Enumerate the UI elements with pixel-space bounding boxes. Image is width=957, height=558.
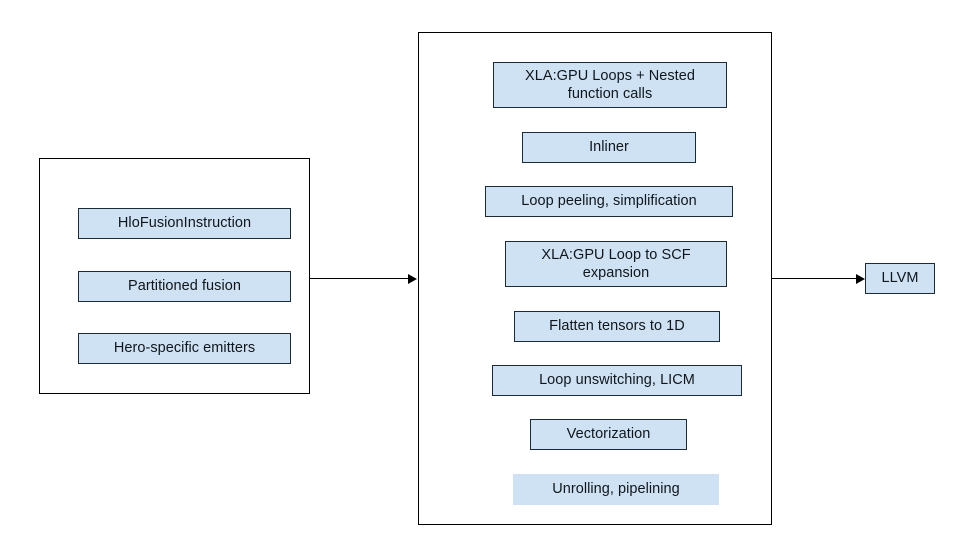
arrow-fusion-to-pipeline-head [408, 274, 417, 284]
node-xla-gpu-loop-to-scf-expansion[interactable]: XLA:GPU Loop to SCF expansion [505, 241, 727, 287]
node-partitioned-fusion[interactable]: Partitioned fusion [78, 271, 291, 302]
node-hero-specific-emitters[interactable]: Hero-specific emitters [78, 333, 291, 364]
arrow-pipeline-to-llvm [772, 278, 856, 279]
llvm-node[interactable]: LLVM [865, 263, 935, 294]
node-unrolling-pipelining[interactable]: Unrolling, pipelining [513, 474, 719, 505]
node-inliner[interactable]: Inliner [522, 132, 696, 163]
arrow-fusion-to-pipeline [310, 278, 408, 279]
node-xla-gpu-loops-nested-function-calls[interactable]: XLA:GPU Loops + Nested function calls [493, 62, 727, 108]
node-loop-unswitching-licm[interactable]: Loop unswitching, LICM [492, 365, 742, 396]
node-hlo-fusion-instruction[interactable]: HloFusionInstruction [78, 208, 291, 239]
node-loop-peeling-simplification[interactable]: Loop peeling, simplification [485, 186, 733, 217]
arrow-pipeline-to-llvm-head [856, 274, 865, 284]
node-flatten-tensors-to-1d[interactable]: Flatten tensors to 1D [514, 311, 720, 342]
node-vectorization[interactable]: Vectorization [530, 419, 687, 450]
